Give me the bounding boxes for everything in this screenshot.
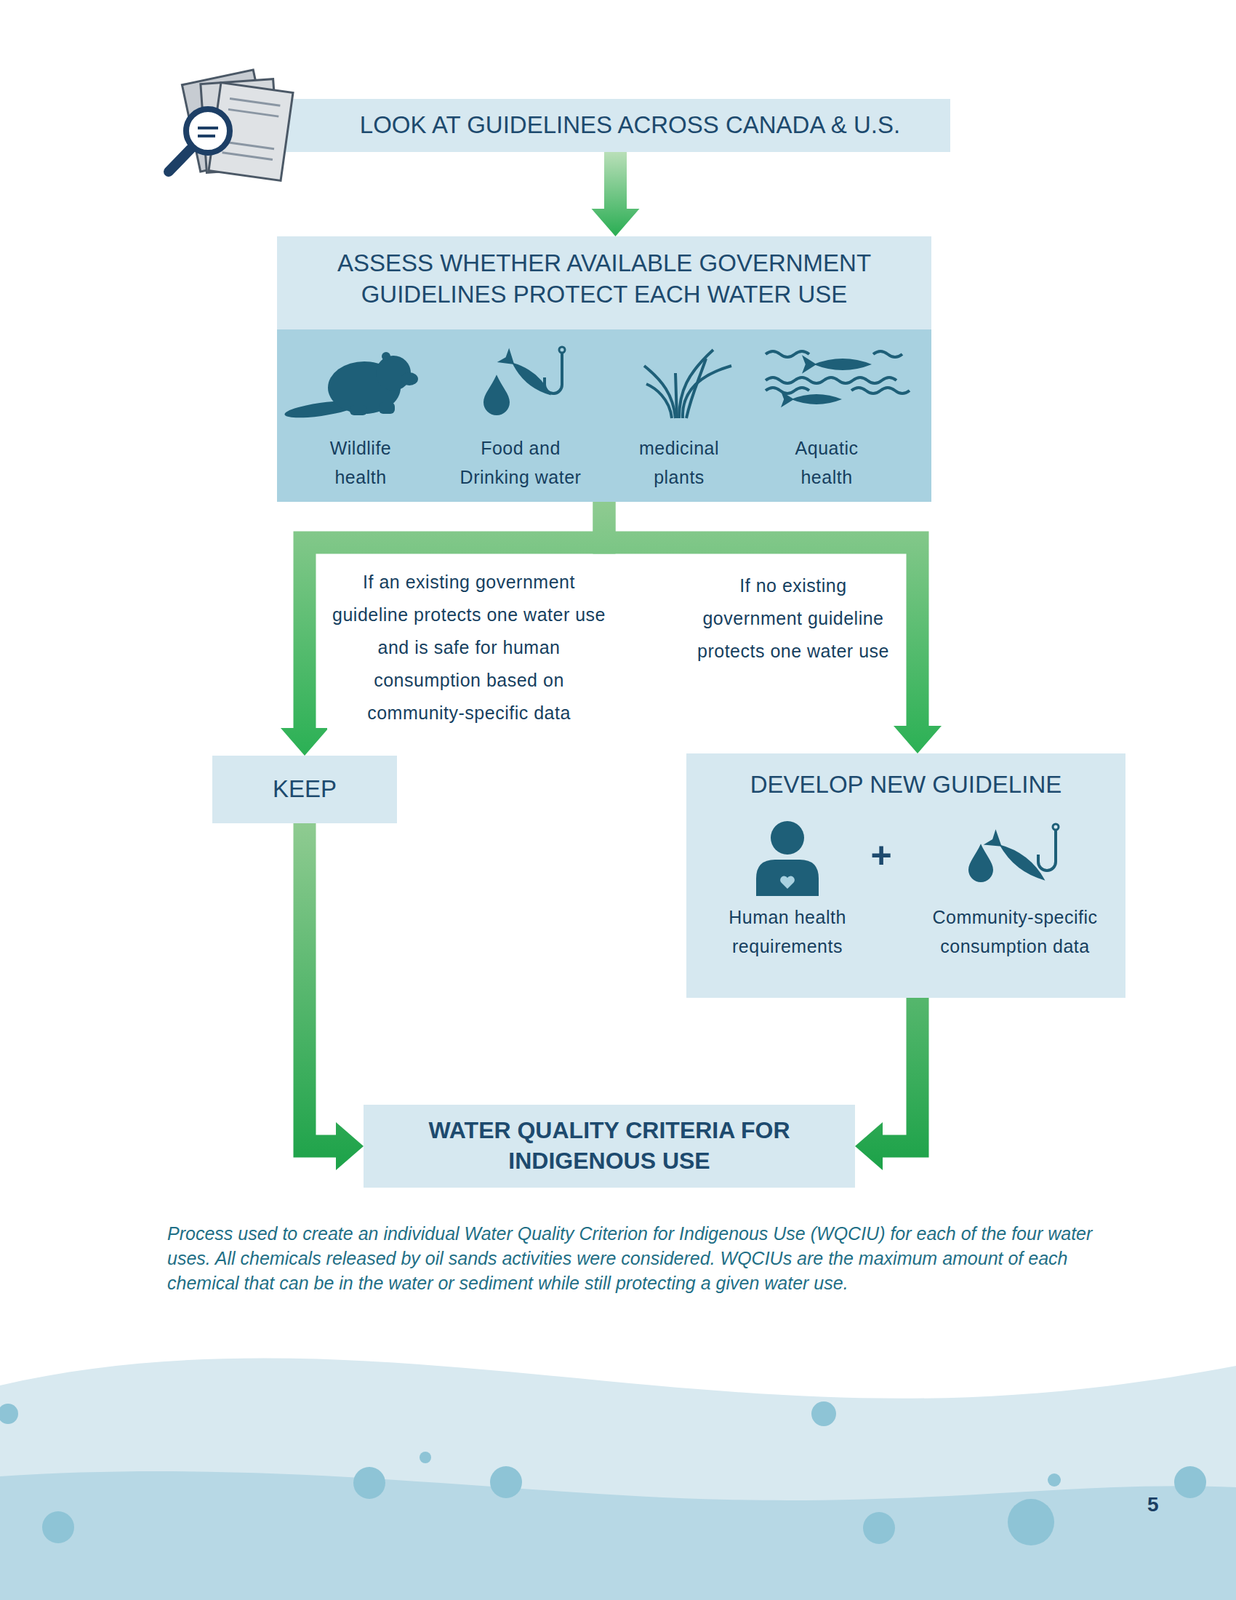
svg-shape <box>765 377 897 384</box>
figure-caption: Process used to create an individual Wat… <box>167 1221 1106 1295</box>
flow-arrow <box>304 823 364 1170</box>
svg-shape <box>1047 1473 1061 1487</box>
svg-shape <box>228 109 279 117</box>
svg-shape <box>765 387 810 394</box>
water-use-label: medicinal plants <box>628 433 730 492</box>
svg-shape <box>675 372 677 419</box>
box-heading: WATER QUALITY CRITERIA FOR INDIGENOUS US… <box>378 1115 841 1176</box>
box-heading: DEVELOP NEW GUIDELINE <box>700 769 1111 801</box>
svg-shape <box>168 149 191 172</box>
plus-sign: + <box>863 833 900 877</box>
svg-shape <box>995 839 1050 886</box>
svg-shape <box>0 1403 19 1424</box>
svg-shape <box>378 402 395 414</box>
svg-shape <box>1007 1498 1055 1545</box>
assessment-box: ASSESS WHETHER AVAILABLE GOVERNMENT GUID… <box>277 236 932 502</box>
svg-shape <box>756 820 1059 896</box>
arrow-head <box>280 727 329 756</box>
svg-shape <box>801 354 872 374</box>
water-use-label: Wildlife health <box>313 433 408 492</box>
svg-shape <box>686 358 706 419</box>
svg-shape <box>968 843 994 882</box>
svg-shape <box>497 347 521 371</box>
svg-shape <box>765 351 810 357</box>
arrow-shaft <box>604 151 627 210</box>
result-box: WATER QUALITY CRITERIA FOR INDIGENOUS US… <box>363 1104 856 1188</box>
flow-arrow <box>591 151 640 237</box>
svg-shape <box>1174 1465 1207 1498</box>
documents <box>181 69 294 181</box>
arrow-head <box>855 1121 883 1170</box>
icon-label: Community-specific consumption data <box>916 902 1114 961</box>
svg-shape <box>791 394 842 405</box>
icon-label: Human health requirements <box>714 902 861 961</box>
svg-shape <box>353 1466 386 1499</box>
process-box: LOOK AT GUIDELINES ACROSS CANADA & U.S. <box>280 98 951 152</box>
svg-shape <box>223 141 275 150</box>
flow-arrow <box>604 501 942 754</box>
box-heading: LOOK AT GUIDELINES ACROSS CANADA & U.S. <box>359 109 901 142</box>
svg-shape <box>483 374 510 416</box>
svg-shape <box>229 98 280 107</box>
svg-shape <box>222 98 281 160</box>
dark-wave <box>0 1470 1236 1600</box>
magnifier <box>168 109 230 172</box>
arrow-shaft <box>304 823 337 1146</box>
water-use-label: Food and Drinking water <box>447 433 594 492</box>
svg-shape <box>42 1510 75 1543</box>
svg-shape <box>508 357 555 400</box>
svg-shape <box>497 347 557 403</box>
svg-shape <box>222 152 273 160</box>
svg-shape <box>181 69 272 172</box>
svg-shape <box>644 365 676 419</box>
arrow-head <box>335 1121 364 1170</box>
arrow-shaft <box>604 501 918 727</box>
svg-shape <box>349 404 368 416</box>
svg-shape <box>780 876 795 889</box>
svg-shape <box>197 126 219 130</box>
svg-shape <box>873 351 903 357</box>
arrow-head <box>591 208 640 237</box>
arrow-shaft <box>881 997 918 1146</box>
keep-box: KEEP <box>212 755 397 824</box>
svg-shape <box>644 349 910 419</box>
svg-shape <box>381 351 391 361</box>
flow-arrow <box>855 997 918 1170</box>
bubbles <box>0 1401 1207 1545</box>
svg-shape <box>208 82 294 182</box>
water-use-band: Wildlife health Food and Drinking water me… <box>277 329 932 502</box>
svg-shape <box>419 1451 432 1463</box>
edge-label: If no existing government guideline prot… <box>695 569 892 668</box>
arrow-head <box>893 725 942 754</box>
svg-shape <box>559 346 565 353</box>
svg-shape <box>544 352 563 394</box>
svg-shape <box>813 358 872 371</box>
svg-shape <box>770 820 805 855</box>
svg-shape <box>811 1401 837 1426</box>
svg-shape <box>186 109 230 153</box>
develop-box: DEVELOP NEW GUIDELINE Human health requir… <box>686 753 1126 998</box>
edge-label: If an existing government guideline prot… <box>327 565 611 730</box>
svg-shape <box>851 387 910 394</box>
svg-shape <box>682 365 732 419</box>
svg-shape <box>646 383 672 419</box>
svg-shape <box>801 354 817 374</box>
box-heading: KEEP <box>272 773 337 805</box>
svg-shape <box>197 134 216 138</box>
svg-shape <box>1052 823 1059 830</box>
svg-shape <box>863 1511 896 1544</box>
svg-shape <box>490 1465 523 1498</box>
box-heading: ASSESS WHETHER AVAILABLE GOVERNMENT GUID… <box>298 247 910 311</box>
water-use-label: Aquatic health <box>779 433 874 492</box>
svg-shape <box>200 79 280 174</box>
page-number: 5 <box>1147 1492 1159 1516</box>
svg-shape <box>400 372 419 386</box>
svg-shape <box>983 828 1052 888</box>
light-wave <box>0 1358 1236 1600</box>
svg-shape <box>983 828 1008 854</box>
svg-shape <box>1038 829 1056 871</box>
svg-shape <box>756 859 819 896</box>
